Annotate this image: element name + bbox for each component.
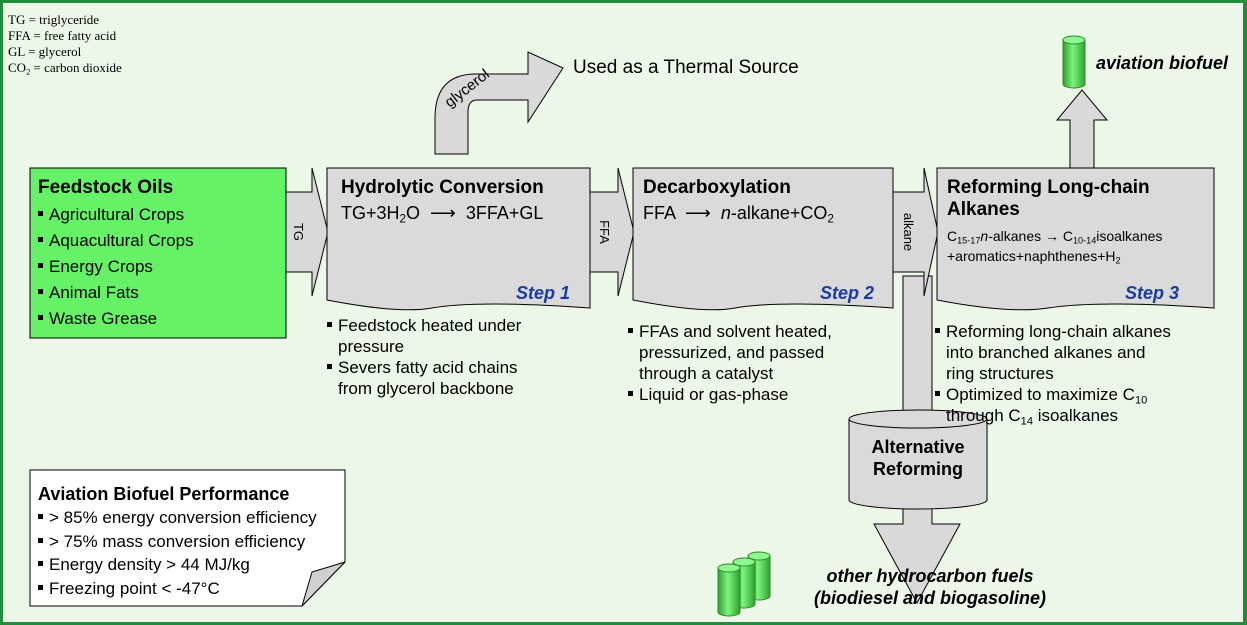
legend-line: TG = triglyceride [8,12,100,27]
list-item: Feedstock heated under [327,315,521,336]
list-item: > 85% energy conversion efficiency [38,506,317,530]
list-item: Reforming long-chain alkanes [935,321,1171,342]
step3-equation: C15-17n-alkanes → C10-14isoalkanes +arom… [947,228,1163,266]
list-item: Energy density > 44 MJ/kg [38,553,317,577]
performance-title: Aviation Biofuel Performance [38,484,290,504]
list-item: Energy Crops [38,254,194,280]
step3-bullets: Reforming long-chain alkanes into branch… [935,321,1171,427]
feedstock-list: Agricultural Crops Aquacultural Crops En… [38,202,194,332]
step3-box [936,167,1215,311]
list-item: Severs fatty acid chains [327,357,521,378]
legend-line: CO2 = carbon dioxide [8,60,122,77]
legend-line: FFA = free fatty acid [8,28,117,43]
step1-label: Step 1 [516,283,571,303]
list-item: > 75% mass conversion efficiency [38,530,317,554]
alternative-reforming-label: Alternative Reforming [871,437,965,479]
tg-label: TG [291,223,306,241]
step1-title: Hydrolytic Conversion [341,177,544,198]
list-item: Animal Fats [38,280,194,306]
step1-box [326,167,591,311]
alternative-reforming-drum [848,409,988,510]
step2-box [632,167,894,311]
aviation-biofuel-label: aviation biofuel [1096,53,1229,73]
list-item: Waste Grease [38,306,194,332]
list-item: Optimized to maximize C10 [935,384,1171,406]
tg-arrow [285,167,329,297]
step2-label: Step 2 [820,283,875,303]
step2-title: Decarboxylation [643,177,791,198]
aviation-up-arrow [1055,89,1109,169]
performance-list: > 85% energy conversion efficiency > 75%… [38,506,317,600]
fuel-cylinder-icon [1062,35,1086,89]
alkane-label: alkane [901,213,916,251]
alkane-arrow [892,167,939,297]
step3-label: Step 3 [1125,283,1180,303]
ffa-label: FFA [597,220,612,244]
legend-line: GL = glycerol [8,44,82,59]
list-item: Agricultural Crops [38,202,194,228]
glycerol-arrow [434,51,564,155]
feedstock-title: Feedstock Oils [38,177,174,198]
step1-equation: TG+3H2O ⟶ 3FFA+GL [341,203,544,226]
abbreviation-legend: TG = triglyceride FFA = free fatty acid … [8,12,122,76]
step2-bullets: FFAs and solvent heated, pressurized, an… [628,321,832,405]
feedstock-box [29,167,287,339]
thermal-source-text: Used as a Thermal Source [573,57,799,78]
fuel-cylinders-group-icon [717,551,771,617]
list-item: Liquid or gas-phase [628,384,832,405]
step1-bullets: Feedstock heated under pressure Severs f… [327,315,521,399]
ffa-arrow [589,167,635,297]
list-item: Aquacultural Crops [38,228,194,254]
performance-box [29,469,346,607]
step2-equation: FFA ⟶ n-alkane+CO2 [643,203,834,226]
other-fuels-label: other hydrocarbon fuels (biodiesel and b… [813,566,1047,608]
list-item: Freezing point < -47°C [38,577,317,601]
list-item: FFAs and solvent heated, [628,321,832,342]
step3-title: Reforming Long-chain Alkanes [947,177,1150,220]
